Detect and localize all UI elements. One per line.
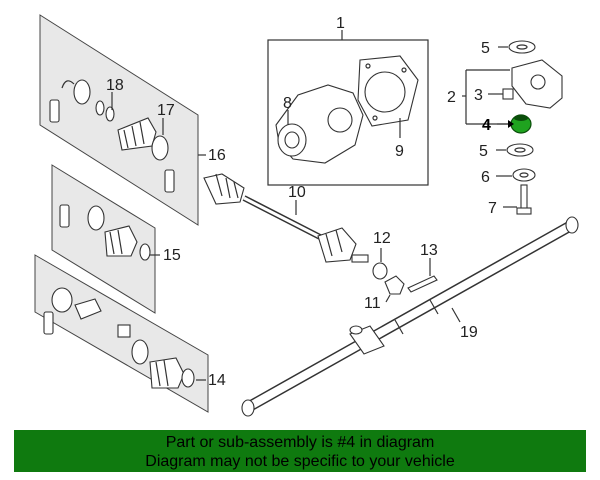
- callout-11: 11: [364, 295, 381, 312]
- axle-shaft: [203, 173, 369, 263]
- banner-line-2: Diagram may not be specific to your vehi…: [145, 453, 455, 470]
- mount-parts: [462, 40, 563, 215]
- callout-3: 3: [474, 87, 483, 104]
- callout-7: 7: [488, 200, 497, 217]
- callout-19: 19: [460, 324, 478, 341]
- callout-1: 1: [336, 15, 345, 32]
- small-parts: [372, 248, 438, 303]
- callout-5-top: 5: [481, 40, 490, 57]
- info-banner: Part or sub-assembly is #4 in diagram Di…: [14, 430, 586, 472]
- callout-14: 14: [208, 372, 226, 389]
- differential-assembly: [267, 30, 429, 186]
- kit-panel-16: [39, 14, 206, 226]
- callout-17: 17: [157, 102, 175, 119]
- callout-9: 9: [395, 143, 404, 160]
- callout-16: 16: [208, 147, 226, 164]
- banner-line-1: Part or sub-assembly is #4 in diagram: [165, 434, 435, 451]
- callout-18: 18: [106, 77, 124, 94]
- kit-panel-15: [51, 164, 160, 314]
- parts-diagram: 1 2 3 4 5 5 6 7 8 9 10 11 12 13 14 15 16…: [34, 14, 579, 417]
- callout-6: 6: [481, 169, 490, 186]
- callout-4: 4: [482, 117, 491, 134]
- propeller-shaft: [241, 216, 579, 417]
- callout-10: 10: [288, 184, 306, 201]
- callout-2: 2: [447, 89, 456, 106]
- callout-13: 13: [420, 242, 438, 259]
- kit-panel-14: [34, 254, 209, 413]
- callout-12: 12: [373, 230, 391, 247]
- callout-15: 15: [163, 247, 181, 264]
- callout-8: 8: [283, 95, 292, 112]
- callout-5-bottom: 5: [479, 143, 488, 160]
